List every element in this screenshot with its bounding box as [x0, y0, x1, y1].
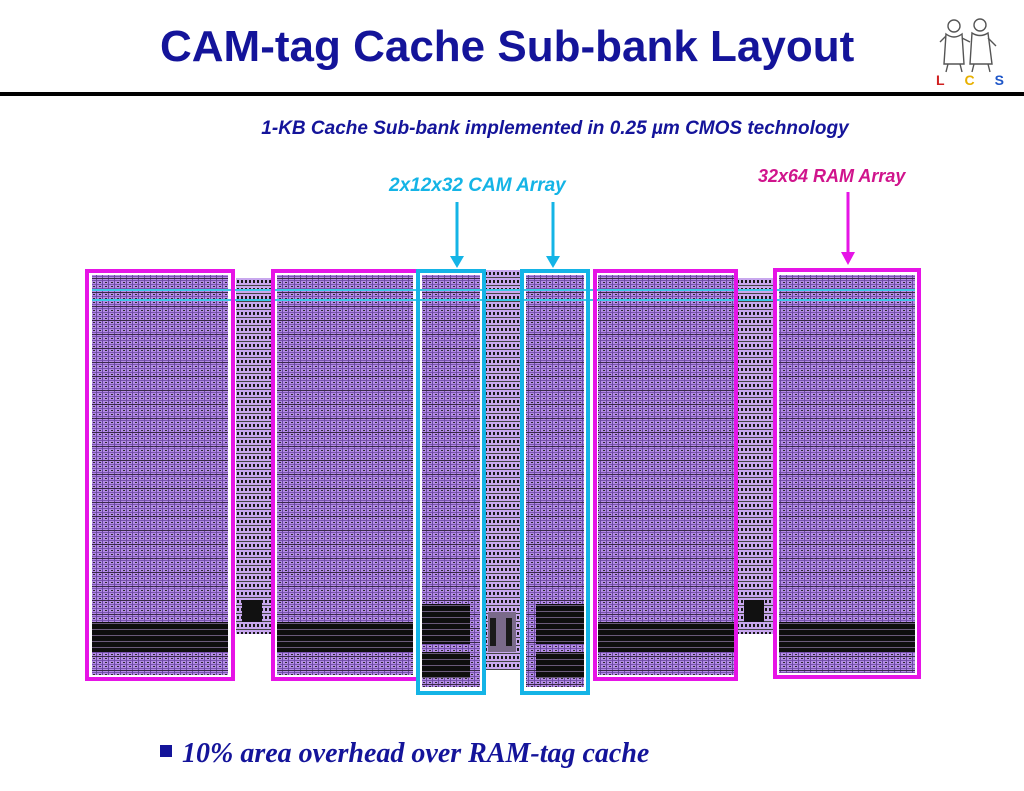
ram-arrow: [841, 192, 855, 265]
cam-block-left: [422, 275, 480, 687]
logo-letter-s: S: [994, 72, 1004, 88]
cam-outline-right: [520, 269, 590, 695]
ram-outline-1: [85, 269, 235, 681]
decoder-strip-left: [236, 278, 272, 634]
cam-arrow-right: [546, 202, 560, 268]
ram-outline-4: [773, 268, 921, 679]
ram-block-2: [277, 275, 413, 675]
logo-letters: L C S: [936, 72, 1004, 88]
cam-arrow-left: [450, 202, 464, 268]
ram-block-1: [92, 275, 228, 675]
ram-block-4: [779, 275, 915, 673]
bus-lines: [92, 289, 915, 301]
logo-letter-c: C: [964, 72, 975, 88]
bullet-square-icon: [160, 745, 172, 757]
cam-outline-left: [416, 269, 486, 695]
central-control-column: [484, 270, 522, 670]
logo-letter-l: L: [936, 72, 945, 88]
title-divider: [0, 92, 1024, 96]
bullet-text: 10% area overhead over RAM-tag cache: [182, 738, 650, 769]
lcs-logo: [939, 18, 997, 73]
ram-outline-3: [593, 269, 738, 681]
cam-block-right: [526, 275, 584, 687]
slide-subtitle: 1-KB Cache Sub-bank implemented in 0.25 …: [261, 118, 849, 139]
slide-title: CAM-tag Cache Sub-bank Layout: [160, 22, 855, 71]
cam-array-label: 2x12x32 CAM Array: [389, 175, 566, 196]
ram-block-3: [598, 275, 734, 675]
decoder-strip-right: [738, 278, 774, 634]
bullet-point: 10% area overhead over RAM-tag cache: [160, 738, 649, 770]
ram-array-label: 32x64 RAM Array: [758, 166, 906, 186]
